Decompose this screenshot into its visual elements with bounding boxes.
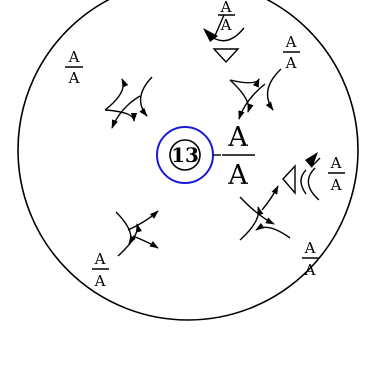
upper-left-arc-a (104, 78, 129, 111)
outer-circle (17, 0, 359, 321)
label-right-numerator: A (330, 154, 342, 172)
fraction-label-lower-left: A A (92, 250, 109, 290)
label-upper-right-denominator: A (285, 54, 297, 72)
lower-right-arc-d (261, 185, 279, 211)
upper-left-arc-d (111, 95, 141, 129)
upper-right-arc-c (238, 83, 266, 120)
right-arc-inner (300, 169, 307, 195)
upper-left-arc-c (104, 109, 138, 122)
symbol-top-chevron (203, 14, 245, 64)
fraction-label-top: A A (218, 0, 235, 34)
fraction-label-upper-right: A A (283, 33, 300, 72)
center-label-numerator: A (227, 122, 248, 153)
symbol-lower-right-cross (239, 185, 291, 241)
label-lower-left-numerator: A (94, 250, 106, 268)
label-upper-right-numerator: A (285, 33, 297, 51)
label-upper-left-denominator: A (68, 69, 80, 87)
right-arrowhead-upper (305, 152, 318, 168)
top-chevron-arrowhead (203, 28, 218, 42)
center-badge-number: 13 (171, 143, 199, 167)
upper-right-arc-d (229, 78, 260, 88)
symbol-lower-left-cross (115, 210, 159, 257)
symbol-right-chevron (282, 152, 321, 201)
top-triangle (212, 48, 240, 64)
label-right-denominator: A (330, 176, 342, 194)
top-leader-line (213, 14, 225, 39)
label-lower-right-numerator: A (304, 239, 316, 257)
center-fraction-label: A A (222, 122, 255, 191)
fraction-label-lower-right: A A (302, 239, 319, 279)
symbol-upper-right-cross (229, 68, 282, 120)
right-arc-outer (307, 167, 320, 201)
right-triangle (282, 164, 296, 195)
fraction-label-right: A A (328, 154, 345, 194)
upper-right-arc-b (265, 68, 282, 111)
center-badge-inner (169, 139, 201, 171)
label-lower-left-denominator: A (94, 272, 106, 290)
fraction-label-upper-left: A A (65, 48, 83, 87)
right-leader-line (311, 157, 321, 167)
lower-left-arc-c (132, 235, 159, 249)
center-badge: 13 (156, 126, 221, 184)
lower-left-arc-b (115, 211, 136, 245)
symbol-upper-left-cross (104, 76, 153, 129)
label-top-numerator: A (220, 0, 232, 16)
lower-right-arc-a (239, 206, 264, 241)
label-lower-right-denominator: A (304, 261, 316, 279)
lower-left-arc-a (117, 223, 143, 257)
label-upper-left-numerator: A (68, 48, 80, 66)
label-top-denominator: A (220, 16, 232, 34)
upper-right-arc-a (229, 79, 254, 113)
upper-left-arc-b (139, 76, 153, 117)
lower-right-arc-b (255, 222, 291, 239)
center-label-denominator: A (227, 160, 248, 191)
lower-left-arc-d (127, 210, 159, 231)
lower-right-arc-c (239, 196, 275, 225)
